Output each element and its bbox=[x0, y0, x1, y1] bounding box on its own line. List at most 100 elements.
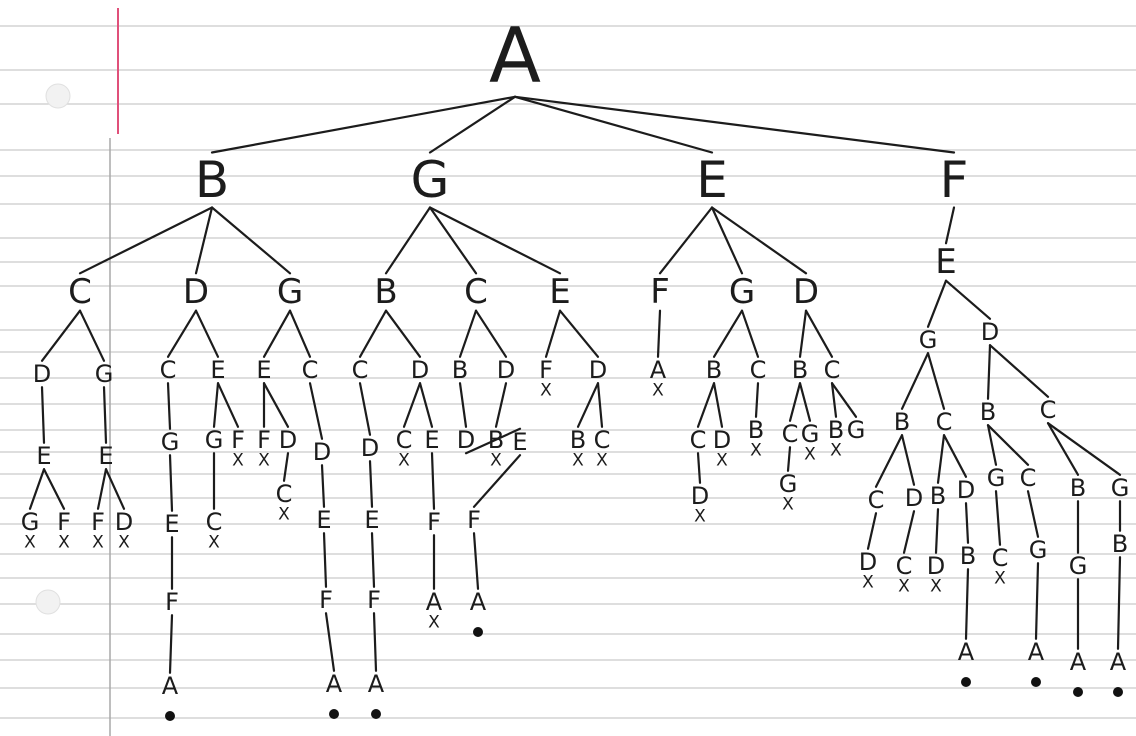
tree-edge bbox=[384, 309, 422, 358]
tree-edge bbox=[28, 468, 46, 510]
tree-edge bbox=[830, 382, 838, 418]
tree-node-d: D bbox=[859, 548, 877, 576]
tree-node-g: G bbox=[1069, 552, 1088, 580]
tree-node-e: E bbox=[696, 151, 728, 209]
tree-edge bbox=[212, 382, 220, 428]
tree-node-c: C bbox=[824, 356, 841, 384]
tree-node-g: G bbox=[95, 360, 114, 388]
tree-node-g: G bbox=[779, 470, 798, 498]
tree-node-f: F bbox=[467, 506, 481, 534]
tree-node-a: A bbox=[958, 638, 975, 666]
tree-node-a: A bbox=[1028, 638, 1045, 666]
tree-edge bbox=[804, 309, 834, 358]
tree-node-f: F bbox=[427, 508, 441, 536]
tree-edge bbox=[866, 512, 878, 550]
dead-end-mark: X bbox=[428, 612, 440, 632]
tree-edge bbox=[944, 206, 956, 245]
tree-node-g: G bbox=[987, 464, 1006, 492]
tree-node-b: B bbox=[1070, 474, 1086, 502]
tree-node-d: D bbox=[927, 552, 945, 580]
tree-edge bbox=[754, 382, 760, 418]
tree-node-d: D bbox=[713, 426, 731, 454]
dead-end-mark: X bbox=[994, 568, 1006, 588]
tree-node-d: D bbox=[279, 426, 297, 454]
tree-node-g: G bbox=[205, 426, 224, 454]
tree-edge bbox=[513, 95, 714, 154]
tree-node-f: F bbox=[940, 151, 969, 209]
tree-node-b: B bbox=[195, 151, 229, 209]
tree-node-d: D bbox=[957, 476, 975, 504]
dead-end-mark: X bbox=[232, 450, 244, 470]
goal-dot bbox=[329, 709, 339, 719]
dead-end-mark: X bbox=[930, 576, 942, 596]
tree-edge bbox=[472, 454, 522, 508]
tree-edge bbox=[308, 382, 324, 440]
tree-node-f: F bbox=[231, 426, 245, 454]
tree-node-g: G bbox=[21, 508, 40, 536]
dead-end-mark: X bbox=[208, 532, 220, 552]
tree-edge bbox=[926, 352, 946, 410]
tree-node-b: B bbox=[488, 426, 504, 454]
tree-node-g: G bbox=[1111, 474, 1130, 502]
tree-edge bbox=[696, 452, 702, 484]
tree-node-a: A bbox=[470, 588, 487, 616]
tree-node-c: C bbox=[896, 552, 913, 580]
tree-node-d: D bbox=[411, 356, 429, 384]
tree-edge bbox=[926, 279, 948, 328]
tree-node-g: G bbox=[1029, 536, 1048, 564]
tree-edge bbox=[262, 382, 290, 428]
tree-edge bbox=[944, 279, 992, 320]
dead-end-mark: X bbox=[694, 506, 706, 526]
tree-node-g: G bbox=[411, 151, 450, 209]
tree-node-c: C bbox=[1040, 396, 1057, 424]
goal-dot bbox=[165, 711, 175, 721]
goal-dot bbox=[1031, 677, 1041, 687]
tree-node-e: E bbox=[935, 242, 956, 282]
tree-edge bbox=[210, 206, 292, 275]
tree-edge bbox=[402, 382, 422, 428]
tree-edge bbox=[324, 612, 336, 672]
dead-end-mark: X bbox=[58, 532, 70, 552]
dead-end-mark: X bbox=[862, 572, 874, 592]
tree-node-b: B bbox=[960, 542, 976, 570]
tree-edge bbox=[1046, 422, 1122, 476]
tree-node-e: E bbox=[98, 442, 113, 470]
tree-node-e: E bbox=[364, 506, 379, 534]
tree-node-g: G bbox=[801, 420, 820, 448]
tree-edge bbox=[474, 309, 508, 358]
tree-node-a: A bbox=[368, 670, 385, 698]
tree-node-a: A bbox=[162, 672, 179, 700]
dead-end-mark: X bbox=[92, 532, 104, 552]
tree-node-g: G bbox=[847, 416, 866, 444]
tree-edge bbox=[358, 382, 372, 436]
dead-end-mark: X bbox=[278, 504, 290, 524]
tree-nodes: ABCDEGXFXGEFXDXDCGEFAEGCXFXGEFXDCXCDEFAG… bbox=[21, 11, 1130, 721]
tree-node-b: B bbox=[452, 356, 468, 384]
tree-edge bbox=[942, 434, 968, 478]
tree-edge bbox=[798, 309, 808, 358]
tree-node-f: F bbox=[257, 426, 271, 454]
tree-node-b: B bbox=[706, 356, 722, 384]
tree-node-a: A bbox=[426, 588, 443, 616]
tree-node-e: E bbox=[164, 510, 179, 538]
tree-node-d: D bbox=[981, 318, 999, 346]
tree-node-d: D bbox=[691, 482, 709, 510]
dead-end-mark: X bbox=[258, 450, 270, 470]
tree-edge bbox=[576, 382, 600, 428]
tree-node-c: C bbox=[594, 426, 611, 454]
tree-node-b: B bbox=[894, 408, 910, 436]
tree-edge bbox=[372, 612, 378, 672]
tree-edge bbox=[786, 446, 792, 472]
tree-edge bbox=[798, 382, 812, 422]
tree-edge bbox=[370, 532, 376, 588]
tree-edge bbox=[544, 309, 562, 358]
tree-edge bbox=[384, 206, 432, 275]
tree-edge bbox=[96, 468, 108, 510]
tree-node-c: C bbox=[992, 544, 1009, 572]
tree-node-d: D bbox=[183, 272, 209, 312]
tree-edge bbox=[986, 344, 992, 400]
tree-node-b: B bbox=[792, 356, 808, 384]
tree-edge bbox=[902, 510, 916, 554]
tree-edge bbox=[428, 206, 562, 275]
tree-edge bbox=[900, 434, 916, 486]
